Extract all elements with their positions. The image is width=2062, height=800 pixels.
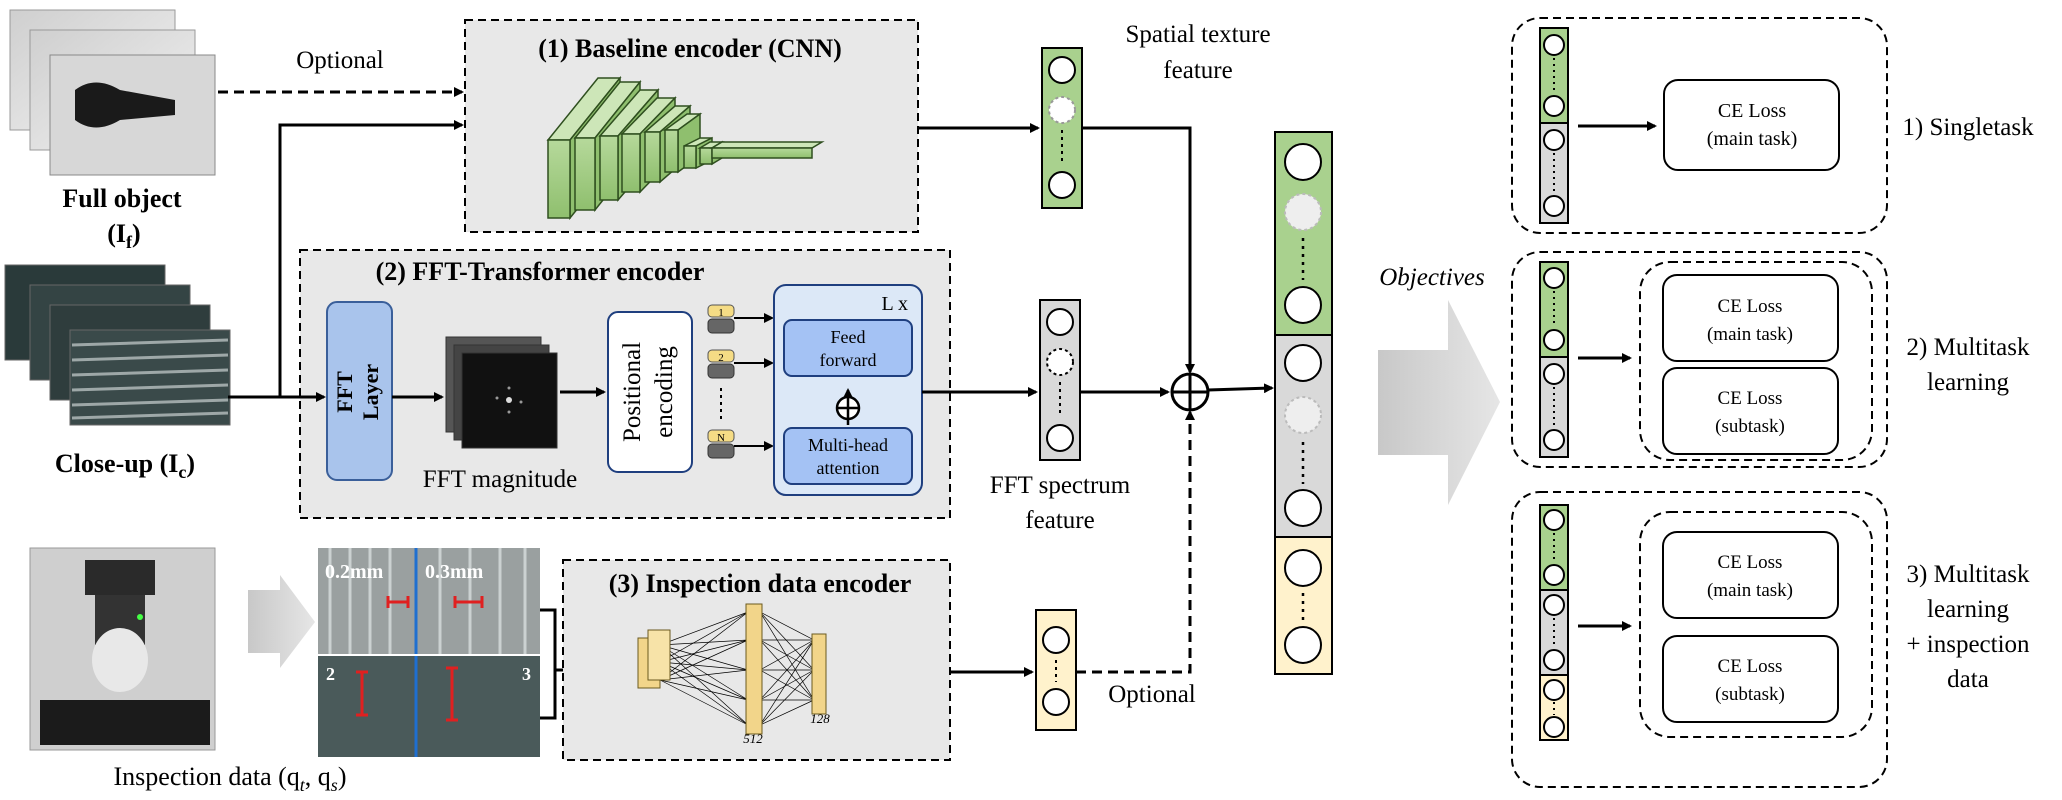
feed-forward-block xyxy=(783,319,913,377)
gray-arrow xyxy=(248,575,315,668)
spatial-feature-label-1: Spatial texture xyxy=(1125,21,1270,48)
inspection-device-image xyxy=(29,547,216,751)
inspection-label-a: 0.2mm xyxy=(325,561,384,583)
tokens: 1 2 N xyxy=(707,304,735,459)
fft-feature-label-1: FFT spectrum xyxy=(990,472,1131,499)
objective-2-label-1: 2) Multitask xyxy=(1907,334,2030,361)
objective-3-label-4: data xyxy=(1947,666,1989,693)
key-shape xyxy=(75,82,175,128)
fft-layer-label-2: Layer xyxy=(358,364,383,420)
full-object-label: Full object xyxy=(62,184,181,213)
objectives-title: Objectives xyxy=(1379,264,1485,291)
objective-3-loss-sub-line2: (subtask) xyxy=(1715,684,1785,705)
objective-3-label-3: + inspection xyxy=(1906,631,2030,658)
inspection-encoder-title: (3) Inspection data encoder xyxy=(609,569,912,598)
token-2-label: 2 xyxy=(718,352,724,364)
inspection-feature-vector xyxy=(1035,609,1077,731)
objective-2-loss-main-line1: CE Loss xyxy=(1718,296,1783,317)
spatial-feature-label-2: feature xyxy=(1163,57,1232,84)
objective-2-loss-group xyxy=(1639,261,1873,461)
objectives-arrow xyxy=(1378,300,1500,505)
optional-label-top: Optional xyxy=(296,47,384,74)
objective-2-loss-sub-line1: CE Loss xyxy=(1718,388,1783,409)
mlp-network xyxy=(637,603,827,735)
fft-magnitude-stack xyxy=(445,336,558,449)
objective-3-loss-group xyxy=(1639,511,1873,738)
objective-3-loss-main-line2: (main task) xyxy=(1707,580,1793,601)
inspection-images xyxy=(318,548,540,757)
objective-3-loss-sub-line1: CE Loss xyxy=(1718,656,1783,677)
fft-feature-vector xyxy=(1039,299,1081,461)
objective-1-loss-main-line2: (main task) xyxy=(1707,128,1798,150)
objective-1-label: 1) Singletask xyxy=(1902,114,2034,141)
objective-3-label-1: 3) Multitask xyxy=(1907,561,2030,588)
objective-3-label-2: learning xyxy=(1927,596,2009,623)
fft-encoder-title: (2) FFT-Transformer encoder xyxy=(376,257,705,286)
objective-2-vector xyxy=(1539,261,1569,458)
spatial-feature-vector xyxy=(1041,47,1083,209)
token-n-label: N xyxy=(717,432,725,444)
objective-2-loss-sub-line2: (subtask) xyxy=(1715,416,1785,437)
inspection-label-b: 0.3mm xyxy=(425,561,484,583)
mlp-512-label: 512 xyxy=(743,731,763,746)
positional-encoding-label-1: Positional xyxy=(619,342,646,442)
full-object-images xyxy=(9,9,216,176)
objective-3-vector xyxy=(1539,504,1569,741)
token-1-label: 1 xyxy=(718,307,724,319)
feed-forward-label-2: forward xyxy=(820,350,877,370)
layers-label: L x xyxy=(882,293,908,315)
multi-head-attention-block xyxy=(783,427,913,485)
objective-2-loss-sub xyxy=(1662,367,1839,455)
fft-magnitude-label: FFT magnitude xyxy=(423,466,577,493)
objective-1-loss-main-line1: CE Loss xyxy=(1718,100,1787,122)
optional-label-bottom: Optional xyxy=(1108,681,1196,708)
positional-encoding-label-2: encoding xyxy=(651,346,678,438)
mha-label-2: attention xyxy=(817,458,880,478)
mha-label-1: Multi-head xyxy=(808,435,888,455)
close-up-label: Close-up (Ic) xyxy=(55,449,195,482)
inspection-label-2: 2 xyxy=(326,664,335,684)
inspection-data-label: Inspection data (qt, qs) xyxy=(114,762,347,795)
objective-1-loss-main xyxy=(1663,79,1840,171)
fft-layer-label-1: FFT xyxy=(332,371,357,413)
positional-encoding-block xyxy=(607,311,693,473)
objective-3-loss-main xyxy=(1662,531,1839,619)
objective-3-loss-sub xyxy=(1662,635,1839,723)
close-up-images xyxy=(4,264,231,426)
objective-2-loss-main-line2: (main task) xyxy=(1707,324,1793,345)
objective-1-vector xyxy=(1539,27,1569,224)
feed-forward-label-1: Feed xyxy=(831,327,866,347)
objective-2-label-2: learning xyxy=(1927,369,2009,396)
cnn-blocks xyxy=(546,75,825,221)
baseline-encoder-title: (1) Baseline encoder (CNN) xyxy=(538,34,842,63)
inspection-label-3: 3 xyxy=(522,664,531,684)
fft-layer-block xyxy=(326,301,393,481)
concat-feature-vector xyxy=(1274,131,1333,675)
fft-feature-label-2: feature xyxy=(1025,507,1094,534)
objective-3-loss-main-line1: CE Loss xyxy=(1718,552,1783,573)
full-object-symbol: (If) xyxy=(107,219,140,252)
objective-2-loss-main xyxy=(1662,274,1839,362)
mlp-128-label: 128 xyxy=(810,711,830,726)
